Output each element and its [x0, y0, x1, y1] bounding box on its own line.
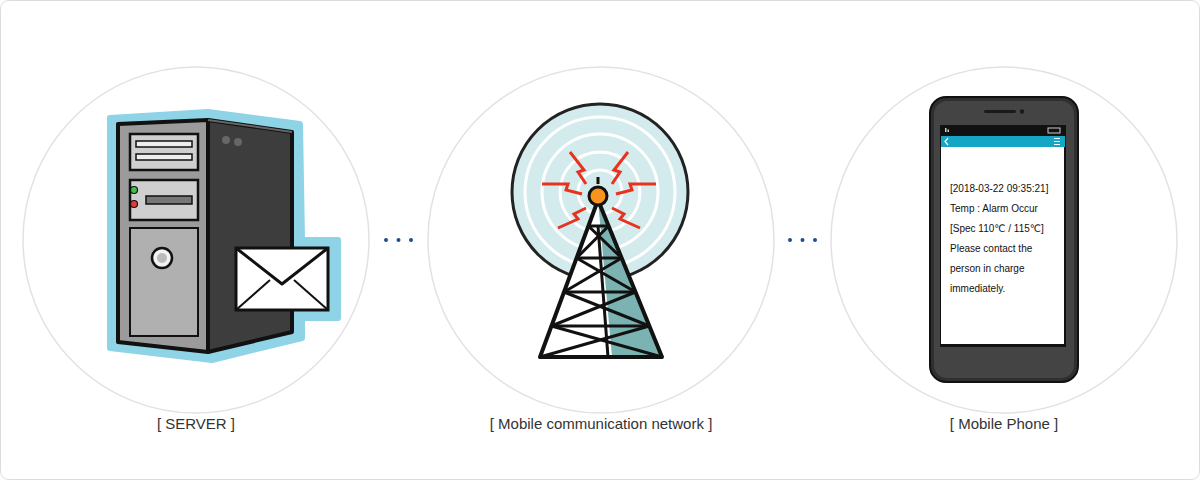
- phone-node: [2018-03-22 09:35:21]Temp : Alarm Occur[…: [830, 66, 1178, 456]
- node-label: [ Mobile communication network ]: [427, 415, 775, 432]
- circle-outline: [23, 67, 369, 413]
- circle-outline: [427, 66, 775, 414]
- alert-message: [Spec 110℃ / 115℃]: [950, 219, 1056, 239]
- circle-outline: [428, 67, 774, 413]
- network-node: [ Mobile communication network ]: [427, 66, 775, 456]
- circle-outline: [22, 66, 370, 414]
- server-icon: [110, 112, 338, 360]
- phone-icon: [930, 97, 1078, 382]
- dotted-connector: [775, 238, 830, 242]
- tower-icon: [512, 104, 688, 357]
- alert-message: Temp : Alarm Occur: [950, 199, 1056, 219]
- node-label: [ Mobile Phone ]: [830, 415, 1178, 432]
- server-node: [ SERVER ]: [22, 66, 370, 456]
- alert-message: [2018-03-22 09:35:21]: [950, 179, 1056, 199]
- dotted-connector: [370, 238, 427, 242]
- circle-outline: [831, 67, 1177, 413]
- phone-screen: [2018-03-22 09:35:21]Temp : Alarm Occur[…: [941, 147, 1064, 344]
- alert-message: Please contact the person in charge imme…: [950, 239, 1056, 299]
- node-label: [ SERVER ]: [22, 415, 370, 432]
